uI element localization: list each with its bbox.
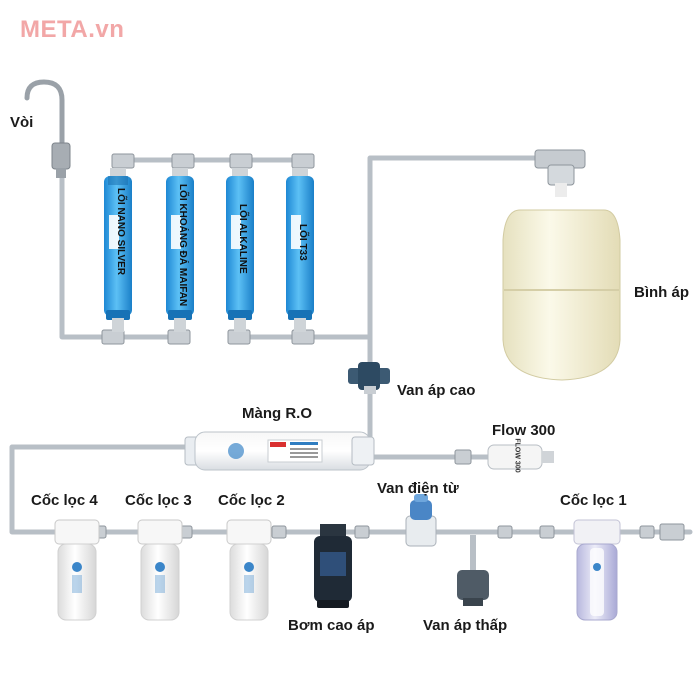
label-van-ap-cao: Van áp cao [397,382,476,399]
label-mang-ro: Màng R.O [242,405,312,422]
cartridge-1 [104,168,132,332]
flow-restrictor [487,444,554,470]
cartridge-label-1: LÕI NANO SILVER [115,188,126,276]
solenoid-valve [405,494,437,547]
cartridge-label-2: LÕI KHOÁNG ĐÁ MAIFAN [177,184,188,307]
label-coc-loc-3: Cốc lọc 3 [125,492,192,509]
high-pressure-valve [348,362,390,394]
housing-3 [137,519,183,621]
cartridge-4 [286,168,314,332]
housing-4 [54,519,100,621]
cartridge-label-4: LÕI T33 [297,224,308,261]
pressure-tank [502,149,621,381]
label-coc-loc-4: Cốc lọc 4 [31,492,98,509]
faucet [24,79,65,153]
label-voi: Vòi [10,114,34,131]
ro-membrane [184,431,375,471]
flow-tag: FLOW 300 [513,438,521,473]
logo: META.vn [20,16,125,43]
label-coc-loc-1: Cốc lọc 1 [560,492,627,509]
low-pressure-valve [457,535,489,606]
housing-1 [573,519,621,621]
booster-pump [314,524,352,608]
housing-2 [226,519,272,621]
cartridge-label-3: LÕI ALKALINE [237,204,248,274]
post-filter-cartridges [104,168,314,332]
label-van-dien-tu: Van điện từ [377,480,459,497]
label-bom-cao-ap: Bơm cao áp [288,617,375,634]
filter-housings [54,519,621,621]
label-van-ap-thap: Van áp thấp [423,617,508,634]
label-coc-loc-2: Cốc lọc 2 [218,492,285,509]
faucet-handle [51,142,71,170]
cartridge-2 [166,168,194,332]
label-flow: Flow 300 [492,422,556,439]
label-binh-ap: Bình áp [634,284,689,301]
cartridge-3 [226,168,254,332]
